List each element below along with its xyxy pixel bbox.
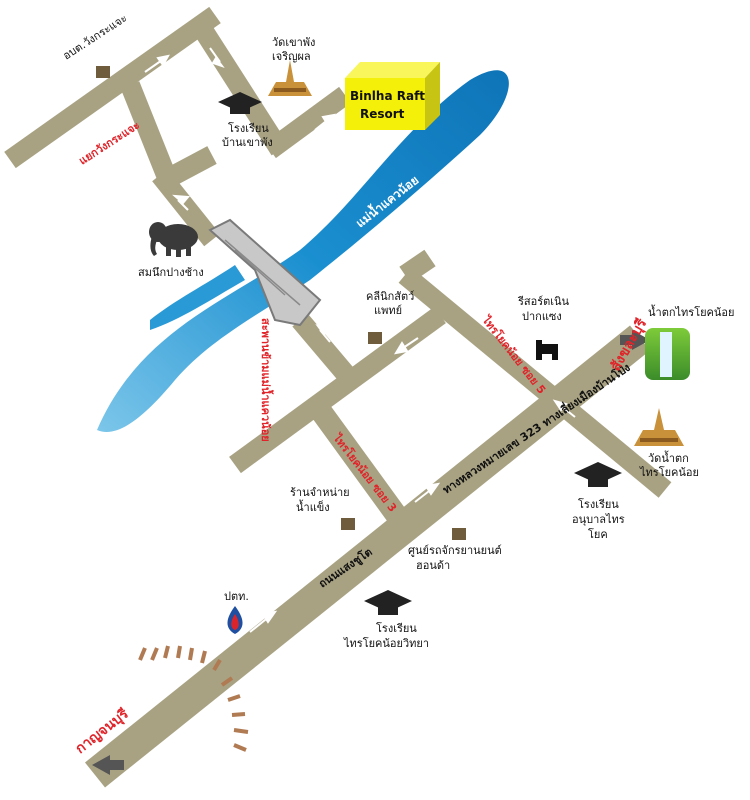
resort-marker[interactable]: Binlha Raft Resort xyxy=(345,62,440,130)
bridge-icon xyxy=(208,218,322,327)
roads xyxy=(4,6,672,788)
road-label-north: แยกวังกระแจะ xyxy=(77,119,143,168)
elephant-icon xyxy=(149,222,198,257)
label-school-bottom-1: โรงเรียน xyxy=(376,621,417,635)
waterfall-icon xyxy=(645,328,690,380)
label-ptt: ปตท. xyxy=(224,590,249,603)
label-district-office: อบต.วังกระแจะ xyxy=(61,11,130,62)
label-kindergarten-2: อนุบาลไทร xyxy=(572,513,625,526)
label-elephant-camp: สมนึกปางช้าง xyxy=(138,266,204,279)
label-honda-2: ฮอนด้า xyxy=(416,559,450,572)
label-temple-top-1: วัดเขาพัง xyxy=(272,36,315,49)
resort-name-line1: Binlha Raft xyxy=(350,89,425,103)
resort-name-line2: Resort xyxy=(360,107,405,121)
shop-box-icon-ice-shop xyxy=(341,518,355,530)
river xyxy=(97,70,509,432)
label-school-top-2: บ้านเขาพัง xyxy=(222,136,273,149)
label-honda-1: ศูนย์รถจักรยานยนต์ xyxy=(408,544,502,557)
label-kindergarten-1: โรงเรียน xyxy=(578,497,619,511)
label-temple-wf-1: วัดน้ำตก xyxy=(648,450,689,465)
road-label-bridge: สะพานข้ามแม่น้ำแควน้อย xyxy=(259,318,274,442)
shop-box-icon-district-office xyxy=(96,66,110,78)
road-label-soi3: ไทรโยคน้อย ซอย 3 xyxy=(329,430,400,515)
shop-box-icon-honda xyxy=(452,528,466,540)
label-ice-shop-2: น้ำแข็ง xyxy=(296,499,330,514)
house-icon xyxy=(536,340,558,360)
label-resort-nern-2: ปากแซง xyxy=(522,310,562,323)
arrow-icon-kanchanaburi xyxy=(92,755,124,775)
label-school-top-1: โรงเรียน xyxy=(228,121,269,135)
shop-box-icon-vet-clinic xyxy=(368,332,382,344)
school-icon-bottom xyxy=(364,590,412,615)
railway-icon xyxy=(138,645,249,752)
gas-station-icon xyxy=(227,606,243,634)
label-temple-top-2: เจริญผล xyxy=(272,50,311,63)
label-kindergarten-3: โยค xyxy=(588,527,608,541)
temple-icon-top xyxy=(268,60,312,96)
label-resort-nern-1: รีสอร์ตเนิน xyxy=(517,295,570,308)
label-temple-wf-2: ไทรโยคน้อย xyxy=(639,465,699,479)
label-vet-clinic-2: แพทย์ xyxy=(374,304,402,317)
label-vet-clinic-1: คลีนิกสัตว์ xyxy=(366,290,414,303)
road-arrows xyxy=(144,47,576,633)
label-waterfall: น้ำตกไทรโยคน้อย xyxy=(648,304,734,319)
temple-icon-waterfall xyxy=(634,408,684,446)
school-icon-kindergarten xyxy=(574,462,622,487)
school-icon-top xyxy=(218,92,262,114)
arrow-icon-sangkhlaburi xyxy=(620,330,650,350)
label-ice-shop-1: ร้านจำหน่าย xyxy=(290,486,350,499)
river-branch xyxy=(150,265,245,330)
label-school-bottom-2: ไทรโยคน้อยวิทยา xyxy=(343,636,429,650)
